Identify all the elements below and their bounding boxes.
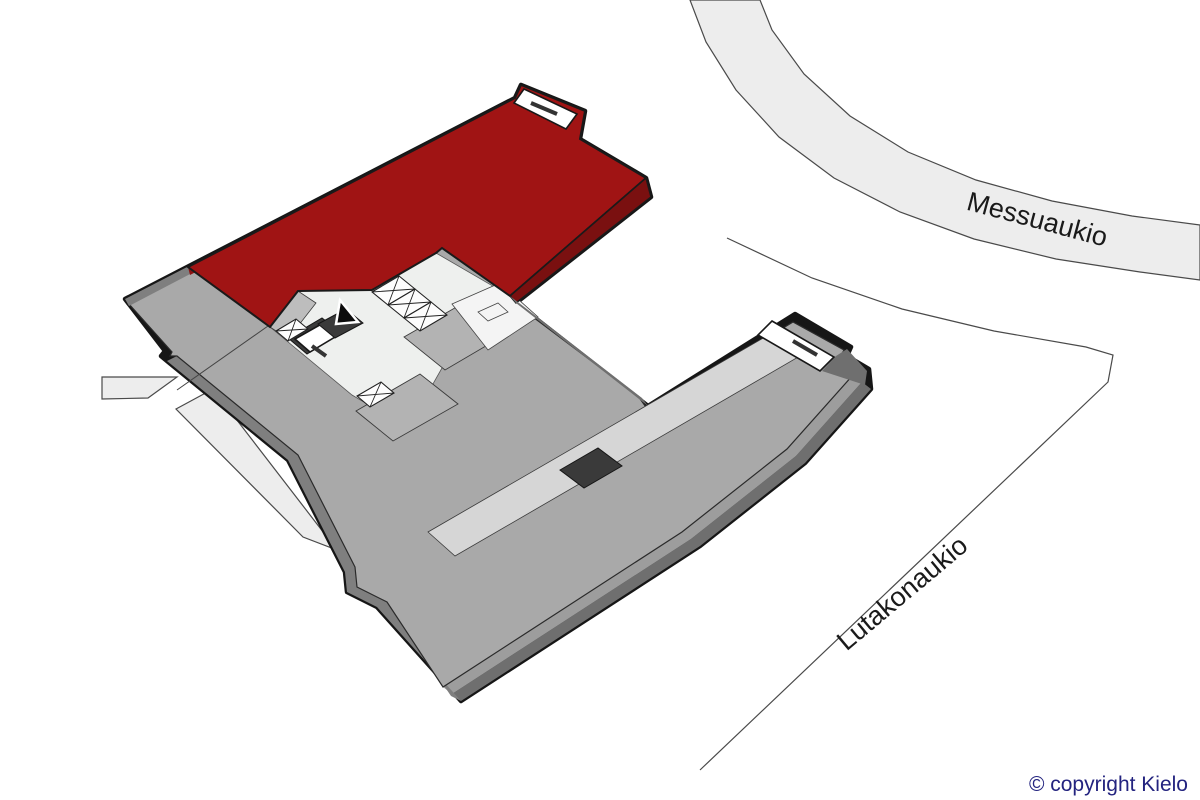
courtyard-east-wall	[510, 296, 648, 406]
entrance-wing-door	[791, 339, 819, 357]
road-messuaukio	[689, 0, 1200, 281]
elevator-bank	[371, 275, 448, 332]
lower-floor-se	[443, 375, 862, 694]
floor-line	[176, 325, 269, 391]
roads	[101, 0, 1200, 771]
building	[122, 82, 874, 704]
entrance-top-door	[530, 101, 558, 116]
roof-detail	[477, 302, 509, 322]
entrance-wing	[756, 319, 867, 385]
room-2	[355, 373, 459, 442]
sidewalk-sliver	[101, 376, 179, 400]
copyright-notice: © copyright Kielo	[1029, 773, 1188, 796]
stair-boxes	[275, 318, 395, 408]
entrance-top	[512, 87, 579, 131]
entrance-sw-door	[310, 344, 328, 358]
location-arrow	[334, 297, 361, 326]
corridor-dark-box	[559, 447, 623, 489]
entrance-wing-box	[756, 319, 836, 373]
street-label-lutakonaukio: Lutakonaukio	[831, 530, 973, 656]
road-edge-line	[699, 237, 1114, 771]
entrance-wing-wall	[822, 349, 867, 385]
wall-sw	[167, 356, 461, 701]
wall-se	[452, 382, 871, 701]
